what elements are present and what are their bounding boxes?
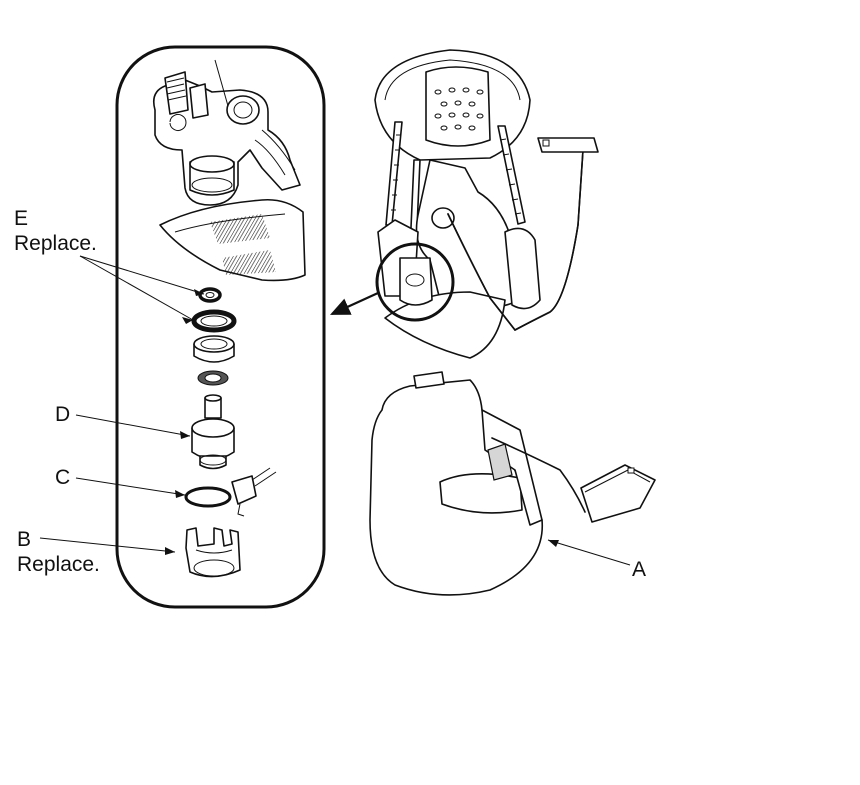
leader-b [39, 537, 176, 553]
callout-b-note: Replace. [17, 553, 100, 576]
callout-c-letter: C [55, 466, 70, 489]
fuel-pump-assembly [374, 49, 599, 359]
part-a-pump-cover [369, 371, 656, 596]
part-b-retainer-clip [185, 527, 241, 578]
callout-e-letter: E [14, 207, 28, 230]
detail-circle [375, 242, 455, 322]
part-d-pressure-regulator [191, 394, 235, 470]
collar-ring [193, 335, 235, 363]
leader-lines [39, 255, 631, 566]
leader-c [75, 477, 186, 496]
cylinder-perforations [434, 87, 484, 131]
small-washer [197, 370, 229, 386]
strainer-wedge [159, 198, 306, 282]
leader-d [75, 414, 191, 437]
callout-a-letter: A [632, 558, 646, 581]
detail-inset-frame [115, 45, 326, 609]
leader-e-2 [79, 255, 194, 321]
detail-arrow [329, 291, 379, 316]
part-e-small-o-ring [198, 287, 222, 303]
part-c-ring-connector [184, 467, 277, 517]
leader-e-1 [79, 255, 205, 295]
leader-a [547, 539, 631, 566]
callout-e-note: Replace. [14, 232, 97, 255]
detail-inset [115, 45, 326, 609]
callout-d-letter: D [55, 403, 70, 426]
pump-housing-top [152, 59, 301, 206]
part-e-large-o-ring [191, 309, 237, 333]
callout-b-letter: B [17, 528, 31, 551]
